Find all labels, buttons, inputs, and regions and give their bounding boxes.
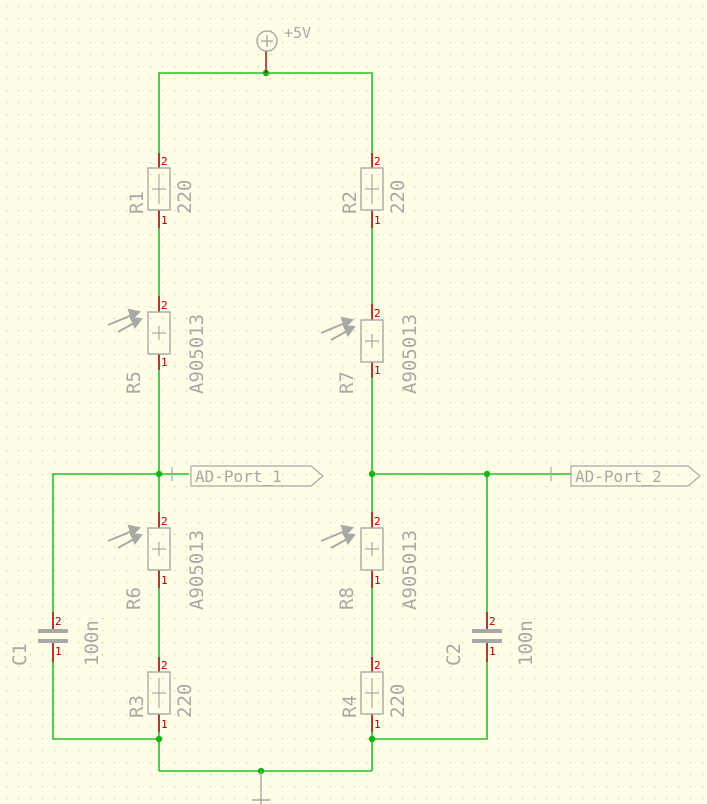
value-label: A905013 — [186, 314, 208, 394]
junction — [368, 735, 376, 743]
port-ad-port-2[interactable]: AD-Port_2 — [550, 465, 701, 487]
pin-number-bottom: 1 — [161, 574, 168, 587]
resistor-body — [360, 319, 384, 363]
ref-label: R4 — [339, 695, 361, 718]
light-arrows-icon — [320, 316, 356, 341]
photoresistor-r5[interactable]: 2 1 R5 A905013 — [107, 296, 208, 394]
pin-number-top: 2 — [374, 659, 381, 672]
value-label: A905013 — [186, 530, 208, 610]
wire-c2-bottom — [372, 662, 488, 740]
junction — [368, 470, 376, 478]
pin-number-top: 2 — [161, 155, 168, 168]
port-flag — [570, 465, 701, 487]
resistor-r4[interactable]: 2 1 R4 220 — [339, 657, 409, 732]
pin-number-top: 2 — [374, 307, 381, 320]
pin-number-top: 2 — [489, 615, 496, 628]
ref-label: R5 — [123, 371, 145, 394]
pin-number-top: 2 — [374, 515, 381, 528]
pin-number-top: 2 — [374, 155, 381, 168]
pin-number-bottom: 1 — [161, 356, 168, 369]
port-ad-port-1[interactable]: AD-Port_1 — [171, 465, 324, 487]
resistor-body — [360, 527, 384, 571]
light-arrows-icon — [320, 524, 356, 549]
photoresistor-r6[interactable]: 2 1 R6 A905013 — [107, 512, 208, 610]
pin-number-bottom: 1 — [161, 214, 168, 227]
port-label: AD-Port_2 — [575, 467, 662, 486]
value-label: 220 — [387, 180, 409, 214]
ref-label: C1 — [9, 643, 31, 666]
junction — [155, 470, 163, 478]
pin-number-top: 2 — [161, 659, 168, 672]
ref-label: R3 — [126, 695, 148, 718]
pin-number-bottom: 1 — [161, 718, 168, 731]
resistor-body — [147, 311, 171, 355]
pin-number-top: 2 — [55, 615, 62, 628]
pin-number-bottom: 1 — [374, 364, 381, 377]
pin-number-bottom: 1 — [55, 645, 62, 658]
value-label: 100n — [81, 620, 103, 666]
light-arrows-icon — [107, 524, 143, 549]
ref-label: R7 — [336, 371, 358, 394]
power-label: +5V — [284, 24, 311, 42]
wire-c1-bottom — [52, 662, 159, 740]
junction — [483, 470, 491, 478]
port-label: AD-Port_1 — [195, 467, 282, 486]
pin-number-top: 2 — [161, 515, 168, 528]
ref-label: R6 — [123, 587, 145, 610]
resistor-body — [147, 167, 171, 211]
ref-label: R8 — [336, 587, 358, 610]
ref-label: R1 — [126, 191, 148, 214]
ref-label: R2 — [339, 191, 361, 214]
resistor-r2[interactable]: 2 1 R2 220 — [339, 153, 409, 228]
value-label: A905013 — [399, 530, 421, 610]
junctions — [155, 69, 491, 775]
photoresistor-r8[interactable]: 2 1 R8 A905013 — [320, 512, 421, 610]
capacitor-c2[interactable]: 2 1 C2 100n — [443, 612, 537, 666]
resistor-r1[interactable]: 2 1 R1 220 — [126, 153, 196, 228]
photoresistor-r7[interactable]: 2 1 R7 A905013 — [320, 304, 421, 394]
light-arrows-icon — [107, 308, 143, 333]
value-label: 220 — [387, 684, 409, 718]
power-symbol[interactable]: +5V — [256, 24, 311, 73]
resistor-body — [360, 671, 384, 715]
pin-number-bottom: 1 — [489, 645, 496, 658]
pin-number-bottom: 1 — [374, 718, 381, 731]
value-label: 100n — [515, 620, 537, 666]
resistor-body — [147, 527, 171, 571]
port-flag — [190, 465, 324, 487]
wire-c1-top — [52, 473, 159, 612]
pin-number-top: 2 — [161, 299, 168, 312]
power-circle-icon — [256, 30, 278, 52]
pin-number-bottom: 1 — [374, 574, 381, 587]
value-label: 220 — [174, 684, 196, 718]
resistor-r3[interactable]: 2 1 R3 220 — [126, 657, 196, 732]
value-label: A905013 — [399, 314, 421, 394]
ref-label: C2 — [443, 643, 465, 666]
junction — [155, 735, 163, 743]
resistor-body — [360, 167, 384, 211]
value-label: 220 — [174, 180, 196, 214]
pin-number-bottom: 1 — [374, 214, 381, 227]
ground-symbol[interactable] — [252, 771, 270, 804]
capacitor-c1[interactable]: 2 1 C1 100n — [9, 612, 103, 666]
resistor-body — [147, 671, 171, 715]
